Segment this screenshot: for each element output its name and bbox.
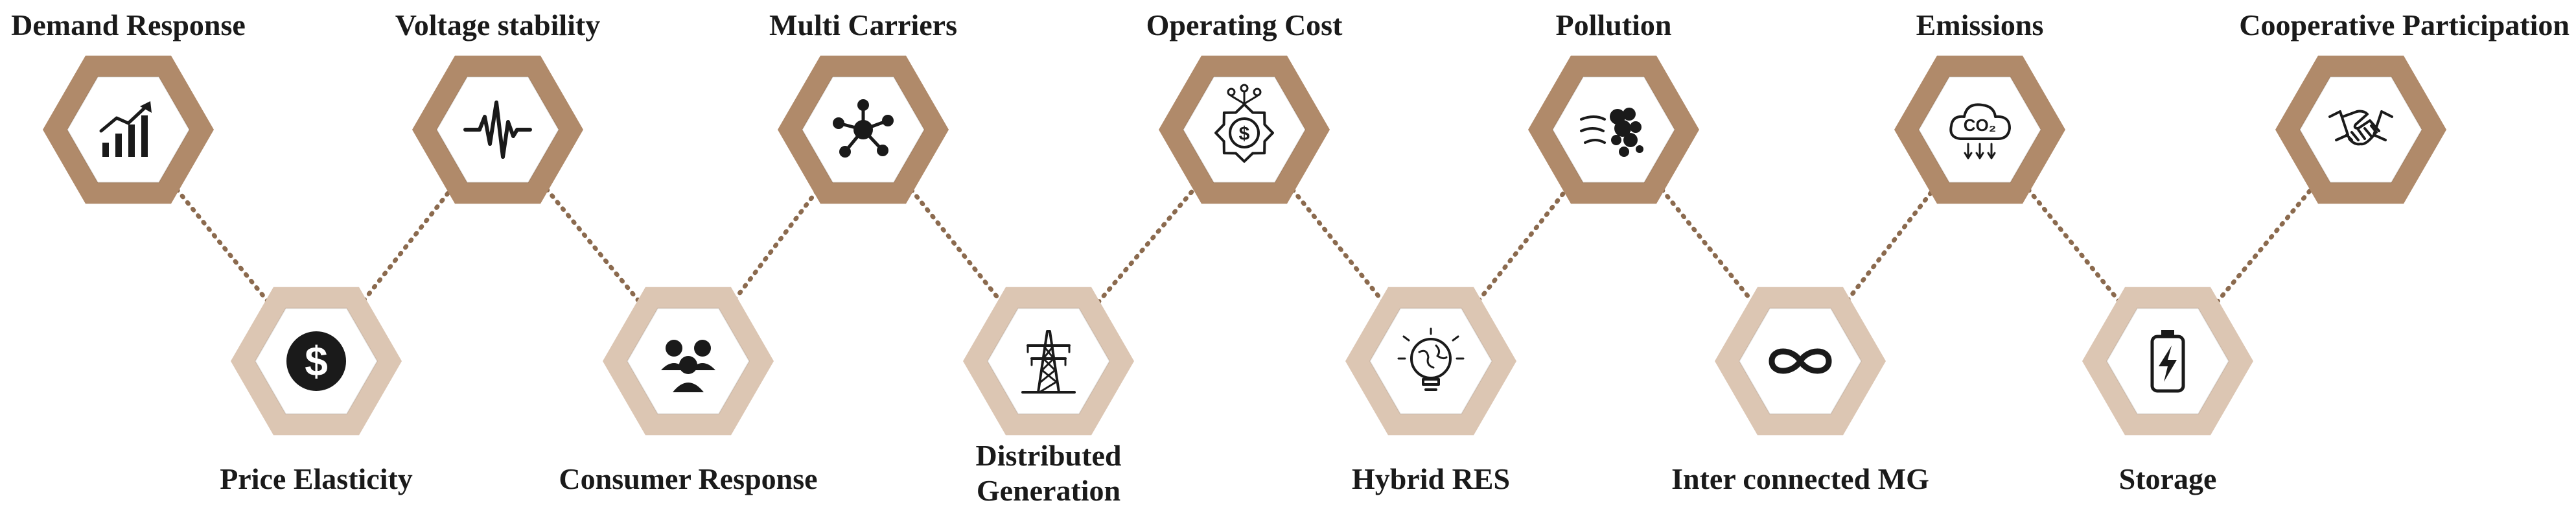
svg-text:CO₂: CO₂: [1964, 115, 1997, 135]
label-emissions: Emissions: [1916, 8, 2044, 41]
node-emissions: CO₂: [1894, 55, 2065, 204]
connector-multi-carriers-to-distributed-generation: [909, 187, 1003, 303]
connector-storage-to-cooperative-participation: [2214, 186, 2314, 305]
label-hybrid-res: Hybrid RES: [1351, 462, 1511, 495]
node-consumer-response: [603, 287, 774, 436]
label-interconnected-mg: Inter connected MG: [1671, 462, 1929, 495]
hexagon-inner: [1369, 307, 1493, 415]
connector-voltage-stability-to-consumer-response: [544, 187, 642, 304]
co2-cloud-icon: CO₂: [1949, 103, 2011, 159]
connector-lines: [174, 186, 2314, 305]
hexagon-inner: [1551, 76, 1676, 183]
label-pollution: Pollution: [1555, 8, 1672, 41]
connector-emissions-to-storage: [2026, 187, 2122, 304]
label-multi-carriers: Multi Carriers: [769, 8, 957, 41]
rising-bar-chart-icon: [99, 101, 152, 157]
waveform-icon: [463, 100, 532, 159]
hexagon-nodes: $ $ CO₂: [43, 55, 2446, 436]
node-demand-response: [43, 55, 214, 204]
node-cooperative-participation: [2275, 55, 2446, 204]
connector-distributed-generation-to-operating-cost: [1096, 186, 1197, 305]
label-price-elasticity: Price Elasticity: [220, 462, 413, 495]
hexagon-inner: [986, 307, 1111, 415]
svg-text:$: $: [1239, 123, 1250, 145]
network-hub-icon: [833, 99, 894, 158]
battery-charge-icon: [2150, 330, 2185, 393]
label-voltage-stability: Voltage stability: [395, 8, 601, 41]
node-operating-cost: $: [1159, 55, 1330, 204]
connector-pollution-to-interconnected-mg: [1660, 187, 1754, 303]
node-price-elasticity: $: [231, 287, 402, 436]
hexagon-inner: [2299, 76, 2423, 183]
node-voltage-stability: [412, 55, 583, 204]
label-operating-cost: Operating Cost: [1146, 8, 1343, 41]
dollar-gear-icon: $: [1214, 84, 1274, 163]
label-storage: Storage: [2118, 462, 2217, 495]
connector-hybrid-res-to-pollution: [1476, 187, 1568, 303]
node-pollution: [1528, 55, 1699, 204]
globe-lightbulb-icon: [1397, 327, 1465, 391]
node-storage: [2082, 287, 2253, 436]
smog-particles-icon: [1580, 108, 1643, 157]
people-group-icon: [661, 340, 715, 392]
node-hybrid-res: [1345, 287, 1516, 436]
connector-price-elasticity-to-voltage-stability: [361, 188, 453, 303]
hexagon-inner: [1182, 76, 1306, 183]
node-multi-carriers: [778, 55, 949, 204]
label-demand-response: Demand Response: [11, 8, 246, 41]
connector-demand-response-to-price-elasticity: [174, 187, 270, 304]
label-cooperative-participation: Cooperative Participation: [2239, 8, 2570, 41]
infinity-loop-icon: [1769, 348, 1832, 374]
svg-text:$: $: [305, 338, 328, 384]
transmission-tower-icon: [1021, 330, 1076, 394]
dollar-coin-icon: $: [286, 331, 346, 391]
label-consumer-response: Consumer Response: [559, 462, 818, 495]
connector-interconnected-mg-to-emissions: [1845, 188, 1935, 303]
node-interconnected-mg: [1715, 287, 1886, 436]
connector-operating-cost-to-hybrid-res: [1290, 187, 1385, 303]
handshake-icon: [2328, 110, 2393, 146]
connector-consumer-response-to-multi-carriers: [732, 189, 819, 302]
hexagon-inner: [1918, 76, 2042, 183]
node-distributed-generation: [963, 287, 1134, 436]
